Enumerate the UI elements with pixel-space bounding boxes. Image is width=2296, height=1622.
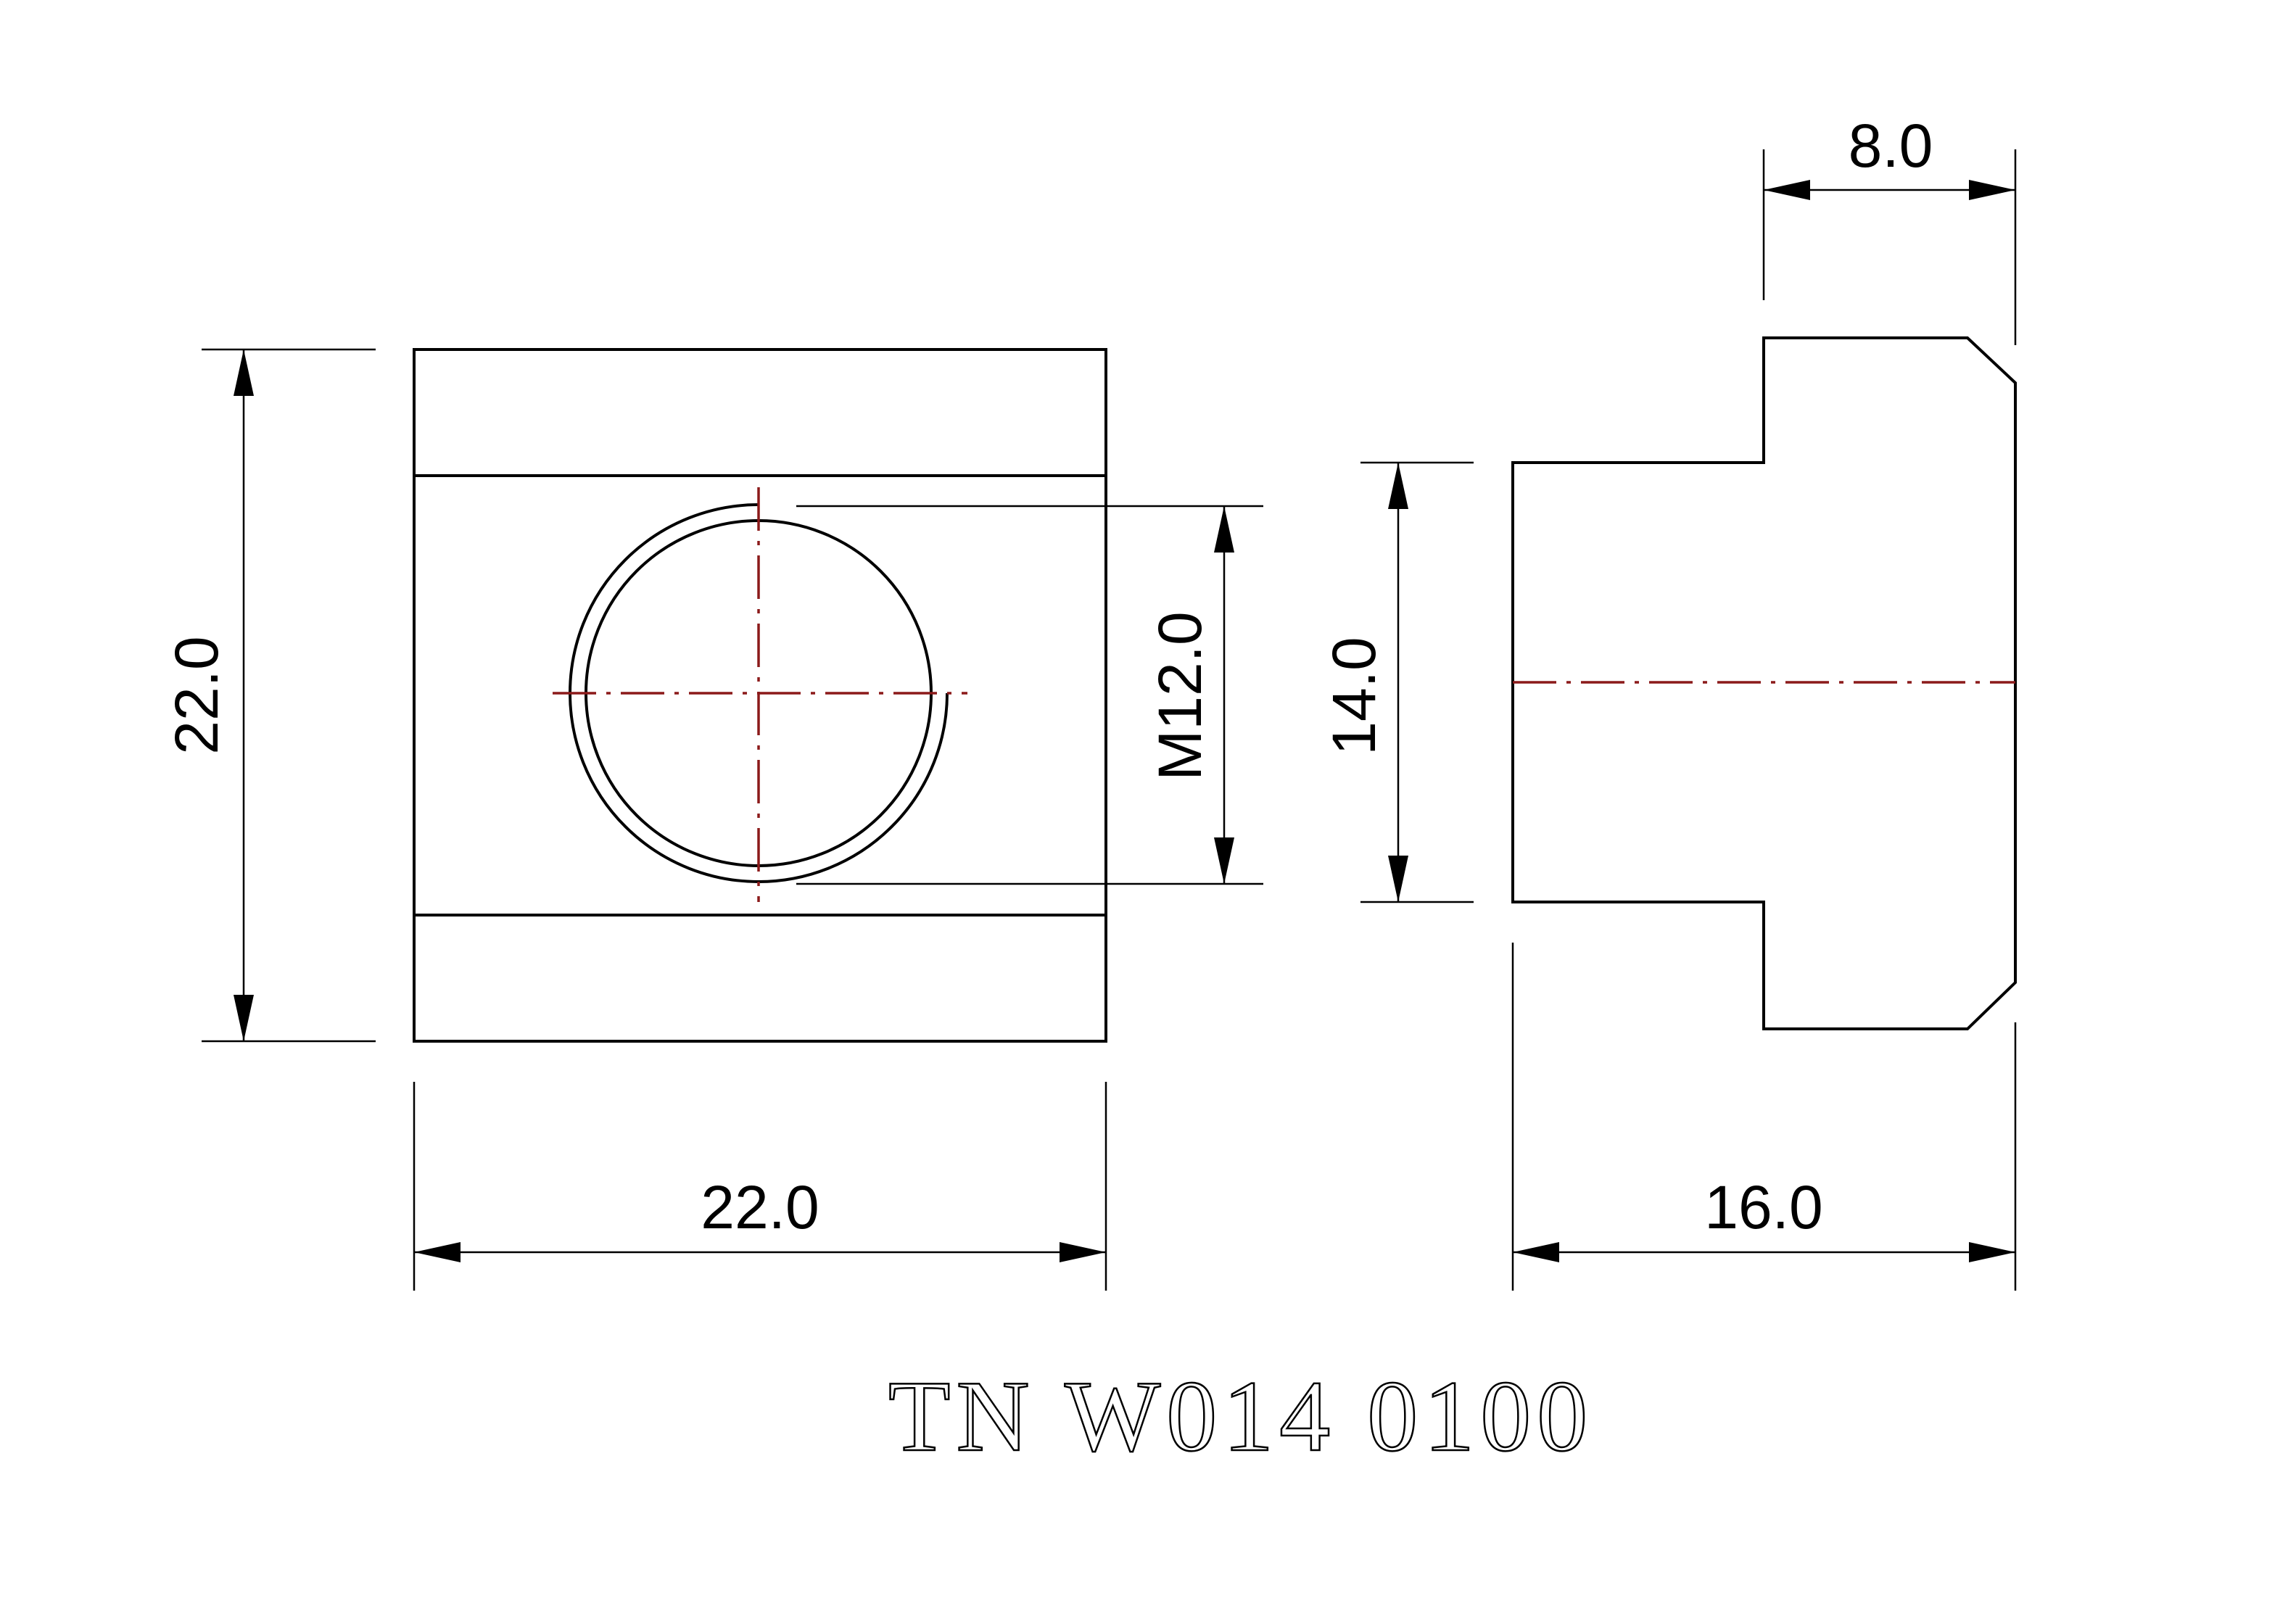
front-view-outline [413, 348, 1107, 1043]
arrowhead [1214, 506, 1234, 553]
slot-dimension: 14.0 [1320, 461, 1474, 903]
arrowhead [1513, 1242, 1559, 1262]
arrowhead [1388, 463, 1408, 509]
arrowhead [234, 349, 254, 396]
arrowhead [1969, 180, 2015, 200]
arrowhead [1969, 1242, 2015, 1262]
arrowhead [1388, 856, 1408, 902]
head-length-label: 8.0 [1849, 112, 1933, 180]
arrowhead [234, 995, 254, 1041]
side-view-outline [1511, 336, 2017, 1030]
slot-label: 14.0 [1320, 637, 1388, 756]
arrowhead [1764, 180, 1810, 200]
side-view [1511, 336, 2017, 1030]
thread-dimension: M12.0 [796, 505, 1263, 885]
front-height-label: 22.0 [162, 636, 231, 755]
side-length-dimension: 16.0 [1511, 943, 2017, 1291]
front-height-dimension: 22.0 [162, 348, 376, 1043]
head-dimension: 8.0 [1762, 112, 2017, 345]
front-view [413, 348, 1107, 1043]
thread-major-arc [569, 503, 949, 883]
front-width-dimension: 22.0 [413, 1082, 1107, 1291]
side-length-label: 16.0 [1704, 1173, 1823, 1241]
front-width-label: 22.0 [701, 1173, 819, 1241]
part-code-label: TN W014 0100 [888, 1360, 1593, 1473]
thread-label: M12.0 [1146, 611, 1214, 780]
arrowhead [1060, 1242, 1106, 1262]
arrowhead [1214, 837, 1234, 884]
arrowhead [414, 1242, 461, 1262]
